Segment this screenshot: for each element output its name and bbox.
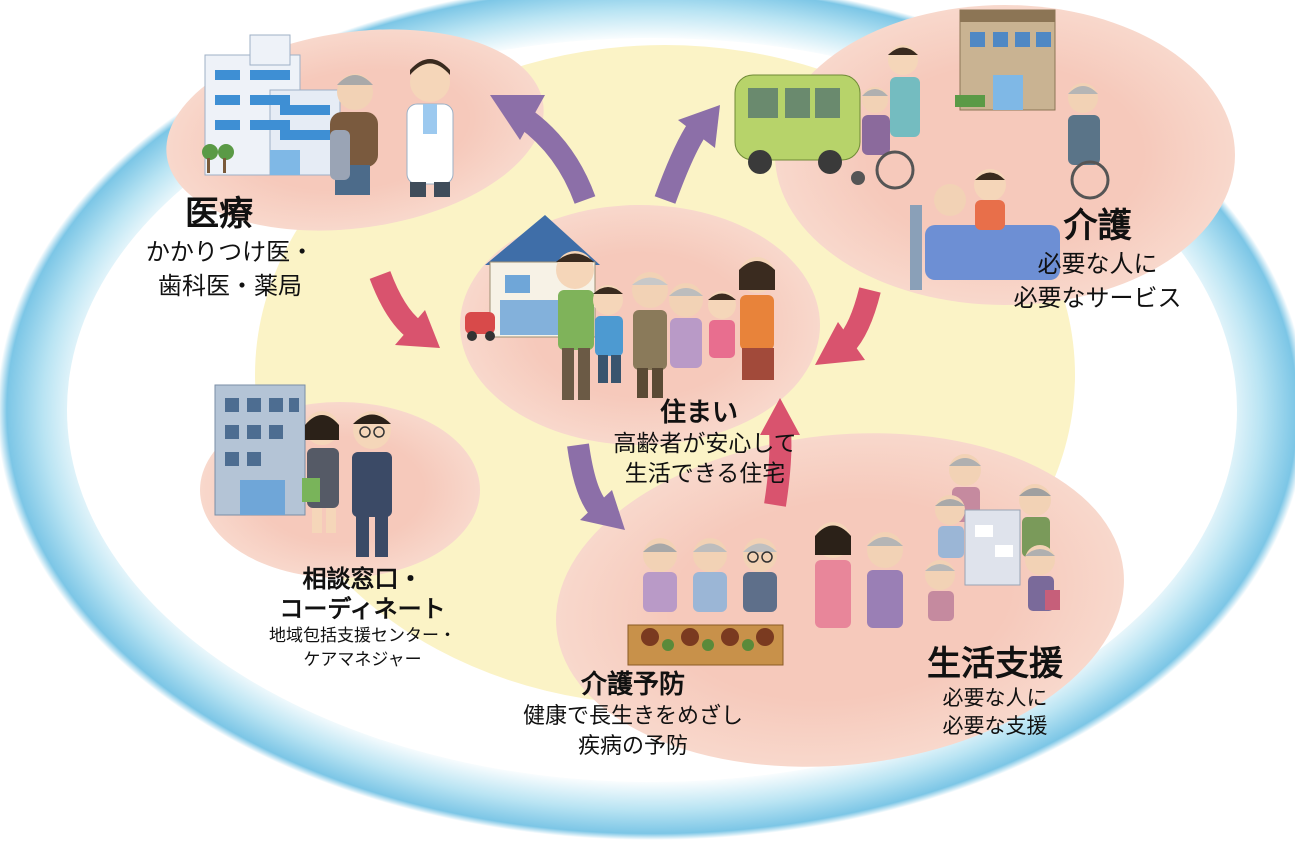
wheelchair-icon bbox=[851, 87, 915, 190]
node-soudan-title-2: コーディネート bbox=[279, 595, 446, 623]
node-soudan-line-2: ケアマネジャー bbox=[303, 650, 422, 670]
food-tray-icon bbox=[627, 624, 784, 666]
node-iryo-line-2: 歯科医・薬局 bbox=[158, 272, 302, 300]
node-soudan-title-1: 相談窓口・ bbox=[302, 565, 423, 593]
node-yobou-title: 介護予防 bbox=[580, 670, 685, 700]
node-sumai-line-2: 生活できる住宅 bbox=[624, 461, 786, 487]
node-yobou-line-2: 疾病の予防 bbox=[577, 734, 688, 759]
wheelchair-elderly-icon bbox=[1068, 83, 1110, 200]
node-seikatsu-line-1: 必要な人に bbox=[942, 686, 1048, 710]
elderly-group-icon bbox=[925, 454, 1060, 621]
node-soudan-line-1: 地域包括支援センター・ bbox=[269, 626, 456, 646]
node-sumai-title: 住まい bbox=[660, 398, 739, 428]
car-icon bbox=[465, 312, 495, 341]
node-kaigo-line-1: 必要な人に bbox=[1037, 250, 1158, 278]
bus-icon bbox=[734, 74, 861, 174]
arrow-to-yobou bbox=[567, 443, 625, 530]
arrow-from-iryo bbox=[369, 271, 440, 348]
node-bg-kaigo bbox=[775, 5, 1235, 305]
node-sumai-line-1: 高齢者が安心して bbox=[613, 431, 797, 457]
arrow-from-seikatsu bbox=[760, 398, 800, 507]
consultant-icon bbox=[302, 411, 392, 557]
volunteer-icon bbox=[815, 522, 903, 628]
office-building-icon bbox=[214, 384, 306, 516]
node-iryo-line-1: かかりつけ医・ bbox=[145, 238, 315, 266]
node-kaigo-line-2: 必要なサービス bbox=[1013, 284, 1182, 312]
arrow-to-kaigo bbox=[654, 105, 720, 204]
hospital-icon bbox=[202, 34, 341, 176]
care-facility-icon bbox=[955, 9, 1056, 111]
node-soudan: 相談窓口・ コーディネート 地域包括支援センター・ ケアマネジャー bbox=[240, 564, 485, 672]
elderly-patient-icon bbox=[330, 74, 378, 195]
family-icon bbox=[556, 251, 775, 400]
node-sumai: 住まい 高齢者が安心して 生活できる住宅 bbox=[585, 392, 825, 489]
node-iryo-title: 医療 bbox=[185, 194, 253, 234]
node-seikatsu-line-2: 必要な支援 bbox=[942, 714, 1048, 738]
node-seikatsu: 生活支援 必要な人に 必要な支援 bbox=[895, 644, 1095, 740]
node-kaigo: 介護 必要な人に 必要なサービス bbox=[990, 198, 1205, 315]
doctor-icon bbox=[406, 59, 454, 197]
bed-icon bbox=[910, 169, 1060, 290]
arrow-to-iryo bbox=[490, 95, 596, 204]
node-seikatsu-title: 生活支援 bbox=[927, 644, 1063, 684]
node-yobou-line-1: 健康で長生きをめざし bbox=[522, 704, 743, 729]
arrow-from-kaigo bbox=[815, 287, 881, 365]
elderly-dining-icon bbox=[643, 538, 777, 612]
node-yobou: 介護予防 健康で長生きをめざし 疾病の予防 bbox=[498, 668, 768, 762]
node-iryo: 医療 かかりつけ医・ 歯科医・薬局 bbox=[135, 186, 325, 303]
caregiver-icon bbox=[888, 45, 920, 137]
node-kaigo-title: 介護 bbox=[1063, 206, 1132, 246]
